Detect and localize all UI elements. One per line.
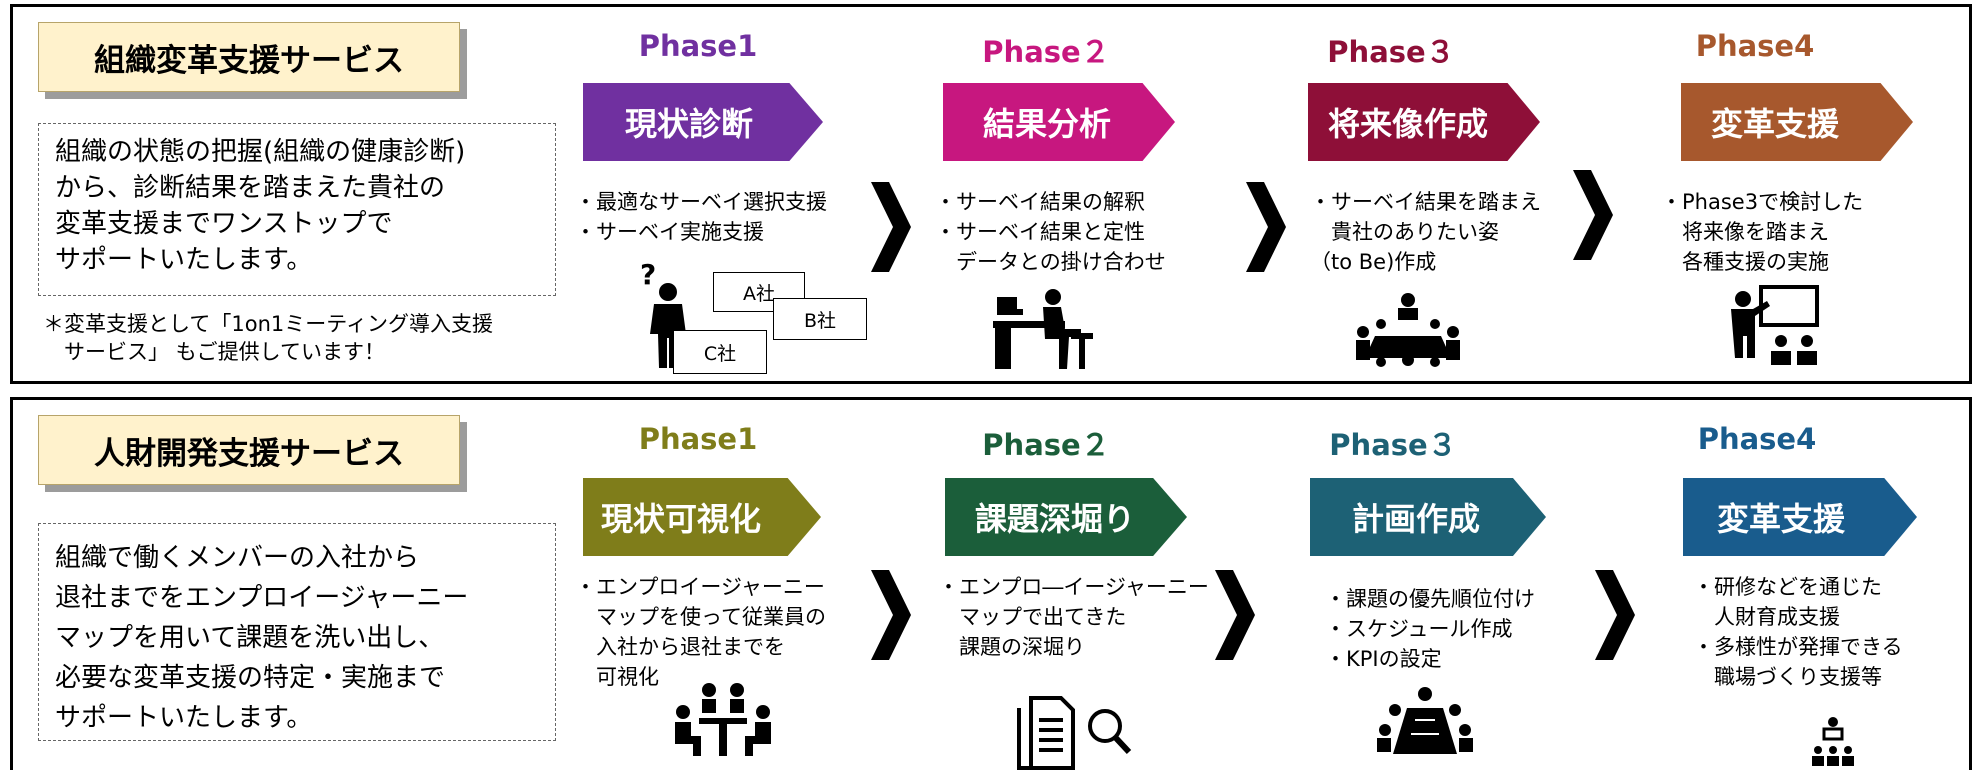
next-arrow-3 [1595,570,1635,660]
phase4-chevron: 変革支援 [1681,83,1913,161]
phase3-chevron: 計画作成 [1310,478,1546,556]
phase2-label: Phase２ [982,35,1110,69]
phase2-bullets: ・エンプロ―イージャーニー マップで出てきた 課題の深堀り [938,575,1209,659]
section-description: 組織で働くメンバーの入社から 退社までをエンプロイージャーニー マップを用いて課… [38,523,556,741]
desk-worker-icon [993,289,1093,369]
phase4-label: Phase4 [1697,422,1817,456]
phase2-chevron: 結果分析 [943,83,1175,161]
presenter-icon [1731,285,1819,365]
conference-icon [1377,687,1473,754]
phase2-chevron: 課題深堀り [945,478,1187,556]
phase4-chevron: 変革支援 [1683,478,1917,556]
next-arrow-3 [1573,170,1613,260]
section-title: 人財開発支援サービス [38,415,460,485]
section-note: ＊変革支援として「1on1ミーティング導入支援 サービス」 もご提供しています！ [43,312,493,364]
next-arrow-1 [871,570,911,660]
phase3-label: Phase３ [1329,428,1457,462]
phase1-bullets: ・エンプロイージャーニー マップを使って従業員の 入社から退社までを 可視化 [575,575,826,689]
phase1-label: Phase1 [638,29,758,63]
phase3-bullets: ・課題の優先順位付け ・スケジュール作成 ・KPIの設定 [1325,587,1535,671]
phase2-bullets: ・サーベイ結果の解釈 ・サーベイ結果と定性 データとの掛け合わせ [935,190,1166,274]
next-arrow-2 [1215,570,1255,660]
organization-change-panel: 組織変革支援サービス 組織の状態の把握(組織の健康診断) から、診断結果を踏まえ… [10,4,1972,384]
talent-development-panel: 人財開発支援サービス 組織で働くメンバーの入社から 退社までをエンプロイージャー… [10,397,1972,770]
company-c-box: C社 [673,330,767,374]
phase3-chevron: 将来像作成 [1308,83,1540,161]
next-arrow-2 [1246,182,1286,272]
phase1-chevron: 現状可視化 [583,478,821,556]
phase1-bullets: ・最適なサーベイ選択支援 ・サーベイ実施支援 [575,190,827,244]
section-title: 組織変革支援サービス [38,22,460,92]
next-arrow-1 [871,182,911,272]
phase4-bullets: ・研修などを通じた 人財育成支援 ・多様性が発揮できる 職場づくり支援等 [1693,575,1903,689]
phase4-label: Phase4 [1695,29,1815,63]
company-b-box: B社 [773,298,867,340]
phase2-label: Phase２ [982,428,1110,462]
phase1-label: Phase1 [638,422,758,456]
phase3-bullets: ・サーベイ結果を踏まえ 貴社のありたい姿 （to Be)作成 [1310,190,1541,274]
phase1-chevron: 現状診断 [583,83,823,161]
meeting-table-icon [1356,293,1460,367]
section-description: 組織の状態の把握(組織の健康診断) から、診断結果を踏まえた貴社の 変革支援まで… [38,123,556,296]
phase3-label: Phase３ [1327,35,1455,69]
speaker-audience-icon [1812,717,1854,766]
svg-text:?: ? [640,258,656,291]
team-meeting-icon [675,683,771,756]
phase4-bullets: ・Phase3で検討した 将来像を踏まえ 各種支援の実施 [1661,190,1864,274]
document-search-icon [1017,696,1132,770]
